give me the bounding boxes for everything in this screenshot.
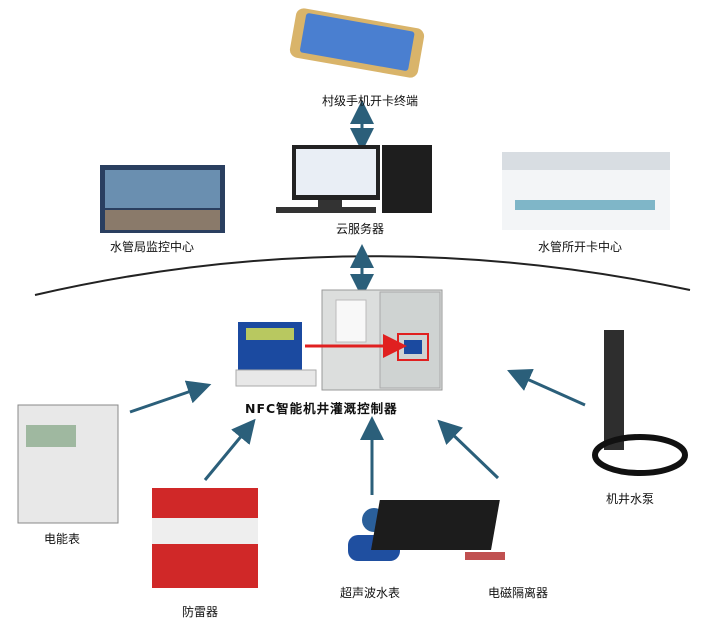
controller-label: NFC智能机井灌溉控制器 (245, 401, 398, 416)
meter-arrow (129, 380, 212, 414)
monitor-center-image (100, 165, 225, 233)
surge-label: 防雷器 (182, 605, 219, 619)
surge-image (152, 488, 258, 588)
water-meter-label: 超声波水表 (340, 586, 401, 600)
phone-image (289, 8, 425, 78)
phone-label: 村级手机开卡终端 (322, 94, 419, 108)
meter-label: 电能表 (44, 532, 81, 546)
meter-image (17, 404, 119, 524)
pump-image (592, 330, 688, 476)
card-center-image (502, 152, 670, 230)
monitor-center-label: 水管局监控中心 (110, 240, 195, 254)
server-image (276, 145, 432, 213)
controller-image (235, 289, 443, 391)
isolator-label: 电磁隔离器 (488, 586, 549, 600)
pump-label: 机井水泵 (606, 492, 655, 506)
pump-arrow (507, 368, 586, 407)
isolator-arrow (437, 419, 500, 480)
server-label: 云服务器 (336, 222, 385, 236)
isolator-image (371, 500, 505, 560)
surge-arrow (203, 418, 256, 481)
card-center-label: 水管所开卡中心 (538, 240, 623, 254)
